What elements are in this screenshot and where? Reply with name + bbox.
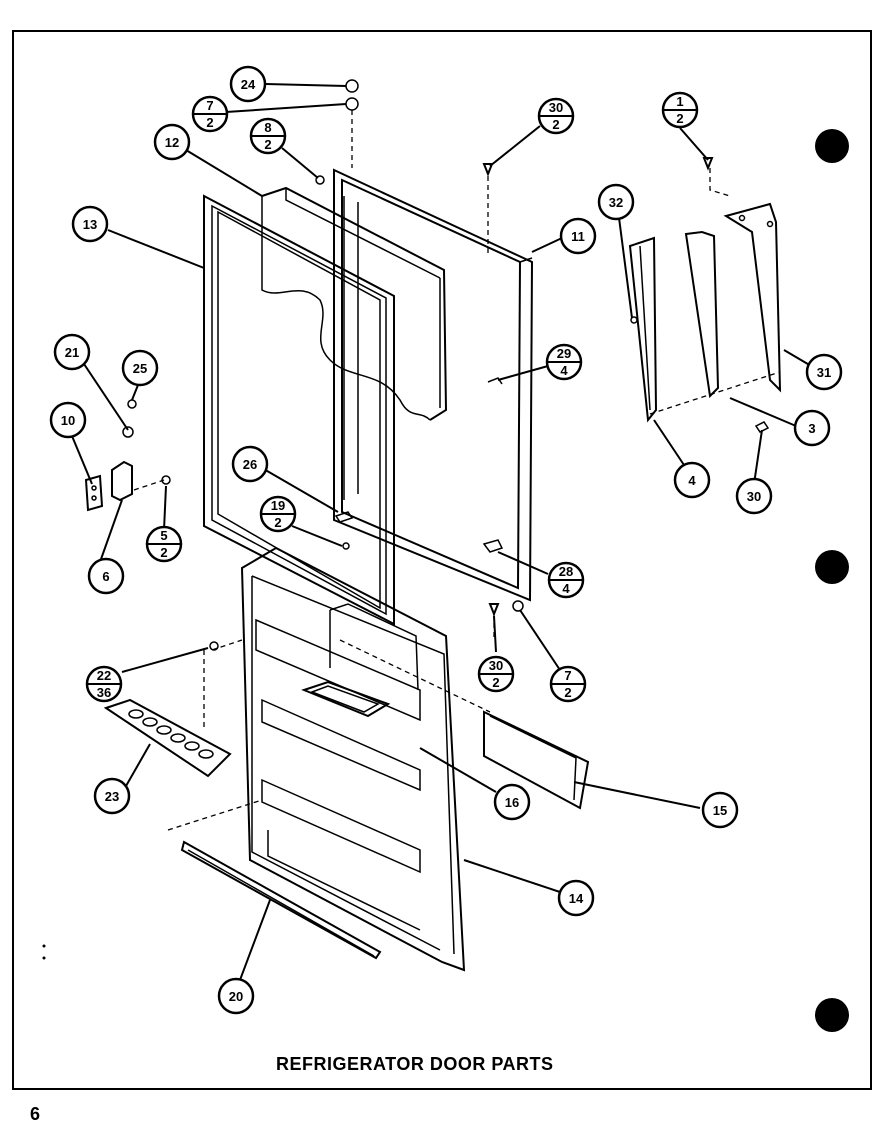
svg-text:2: 2 — [264, 137, 271, 152]
svg-text:2: 2 — [552, 117, 559, 132]
svg-text:30: 30 — [549, 100, 563, 115]
page-number: 6 — [30, 1104, 41, 1124]
callout-5-2: 52 — [145, 525, 183, 563]
callout-25: 25 — [121, 349, 159, 387]
callout-11: 11 — [559, 217, 597, 255]
svg-text:12: 12 — [165, 135, 179, 150]
callout-30-2-bottom: 302 — [477, 655, 515, 693]
svg-text:8: 8 — [264, 120, 271, 135]
part-4-hinge-bracket — [628, 236, 658, 423]
svg-text:4: 4 — [562, 581, 570, 596]
svg-text:10: 10 — [61, 413, 75, 428]
callout-14: 14 — [557, 879, 595, 917]
part-12-liner-panel — [261, 186, 448, 421]
part-20-trim — [180, 840, 382, 960]
svg-text:25: 25 — [133, 361, 147, 376]
svg-text:31: 31 — [817, 365, 831, 380]
callout-19-2: 192 — [259, 495, 297, 533]
binder-hole-bottom — [815, 998, 849, 1032]
svg-text:36: 36 — [97, 685, 111, 700]
callout-29-4: 294 — [545, 343, 583, 381]
binder-hole-middle — [815, 550, 849, 584]
part-14-door-liner — [240, 546, 466, 972]
stray-marks — [42, 944, 46, 960]
svg-text:11: 11 — [571, 229, 585, 244]
callout-30: 30 — [735, 477, 773, 515]
callout-15: 15 — [701, 791, 739, 829]
callout-26: 26 — [231, 445, 269, 483]
part-3-hinge-bracket — [684, 230, 720, 399]
svg-text:6: 6 — [102, 569, 109, 584]
svg-text:5: 5 — [160, 528, 167, 543]
svg-text:2: 2 — [274, 515, 281, 530]
svg-text:7: 7 — [564, 668, 571, 683]
callout-32: 32 — [597, 183, 635, 221]
callout-16: 16 — [493, 783, 531, 821]
svg-text:21: 21 — [65, 345, 79, 360]
callout-8-2: 82 — [249, 117, 287, 155]
callout-30-2-top: 302 — [537, 97, 575, 135]
callout-7-2-top: 72 — [191, 95, 229, 133]
callout-24: 24 — [229, 65, 267, 103]
callout-3: 3 — [793, 409, 831, 447]
part-16-tray — [301, 680, 391, 718]
svg-text:1: 1 — [676, 94, 683, 109]
callout-1-2: 12 — [661, 91, 699, 129]
svg-text:22: 22 — [97, 668, 111, 683]
callout-13: 13 — [71, 205, 109, 243]
svg-text:7: 7 — [206, 98, 213, 113]
svg-text:16: 16 — [505, 795, 519, 810]
binder-hole-top — [815, 129, 849, 163]
svg-text:28: 28 — [559, 564, 573, 579]
callout-4: 4 — [673, 461, 711, 499]
callout-12: 12 — [153, 123, 191, 161]
callout-10: 10 — [49, 401, 87, 439]
callout-23: 23 — [93, 777, 131, 815]
diagram-frame — [12, 30, 872, 1090]
svg-text:2: 2 — [564, 685, 571, 700]
svg-text:30: 30 — [489, 658, 503, 673]
diagram-title: REFRIGERATOR DOOR PARTS — [276, 1054, 554, 1074]
callouts: 24 72 82 12 13 302 11 12 32 31 294 3 4 3… — [49, 65, 843, 1015]
svg-text:2: 2 — [492, 675, 499, 690]
svg-text:13: 13 — [83, 217, 97, 232]
part-23-egg-tray — [103, 698, 232, 778]
svg-text:19: 19 — [271, 498, 285, 513]
svg-text:2: 2 — [206, 115, 213, 130]
svg-text:4: 4 — [560, 363, 568, 378]
assembly-dashed-lines — [133, 110, 781, 831]
svg-text:4: 4 — [688, 473, 696, 488]
svg-text:20: 20 — [229, 989, 243, 1004]
callout-21: 21 — [53, 333, 91, 371]
callout-6: 6 — [87, 557, 125, 595]
svg-text:2: 2 — [160, 545, 167, 560]
svg-text:30: 30 — [747, 489, 761, 504]
part-13-gasket — [203, 194, 395, 626]
part-6-hinge — [84, 399, 171, 512]
svg-text:15: 15 — [713, 803, 727, 818]
svg-text:2: 2 — [676, 111, 683, 126]
leader-lines — [71, 83, 819, 981]
callout-28-4: 284 — [547, 561, 585, 599]
part-31-hinge-bracket — [723, 202, 782, 393]
callout-20: 20 — [217, 977, 255, 1015]
part-11-door-frame — [333, 168, 534, 602]
svg-text:26: 26 — [243, 457, 257, 472]
part-15-rail — [483, 710, 590, 810]
svg-text:29: 29 — [557, 346, 571, 361]
svg-text:24: 24 — [241, 77, 256, 92]
svg-text:23: 23 — [105, 789, 119, 804]
callout-31: 31 — [805, 353, 843, 391]
callout-7-2-bottom: 72 — [549, 665, 587, 703]
svg-text:3: 3 — [808, 421, 815, 436]
svg-text:14: 14 — [569, 891, 584, 906]
svg-text:32: 32 — [609, 195, 623, 210]
